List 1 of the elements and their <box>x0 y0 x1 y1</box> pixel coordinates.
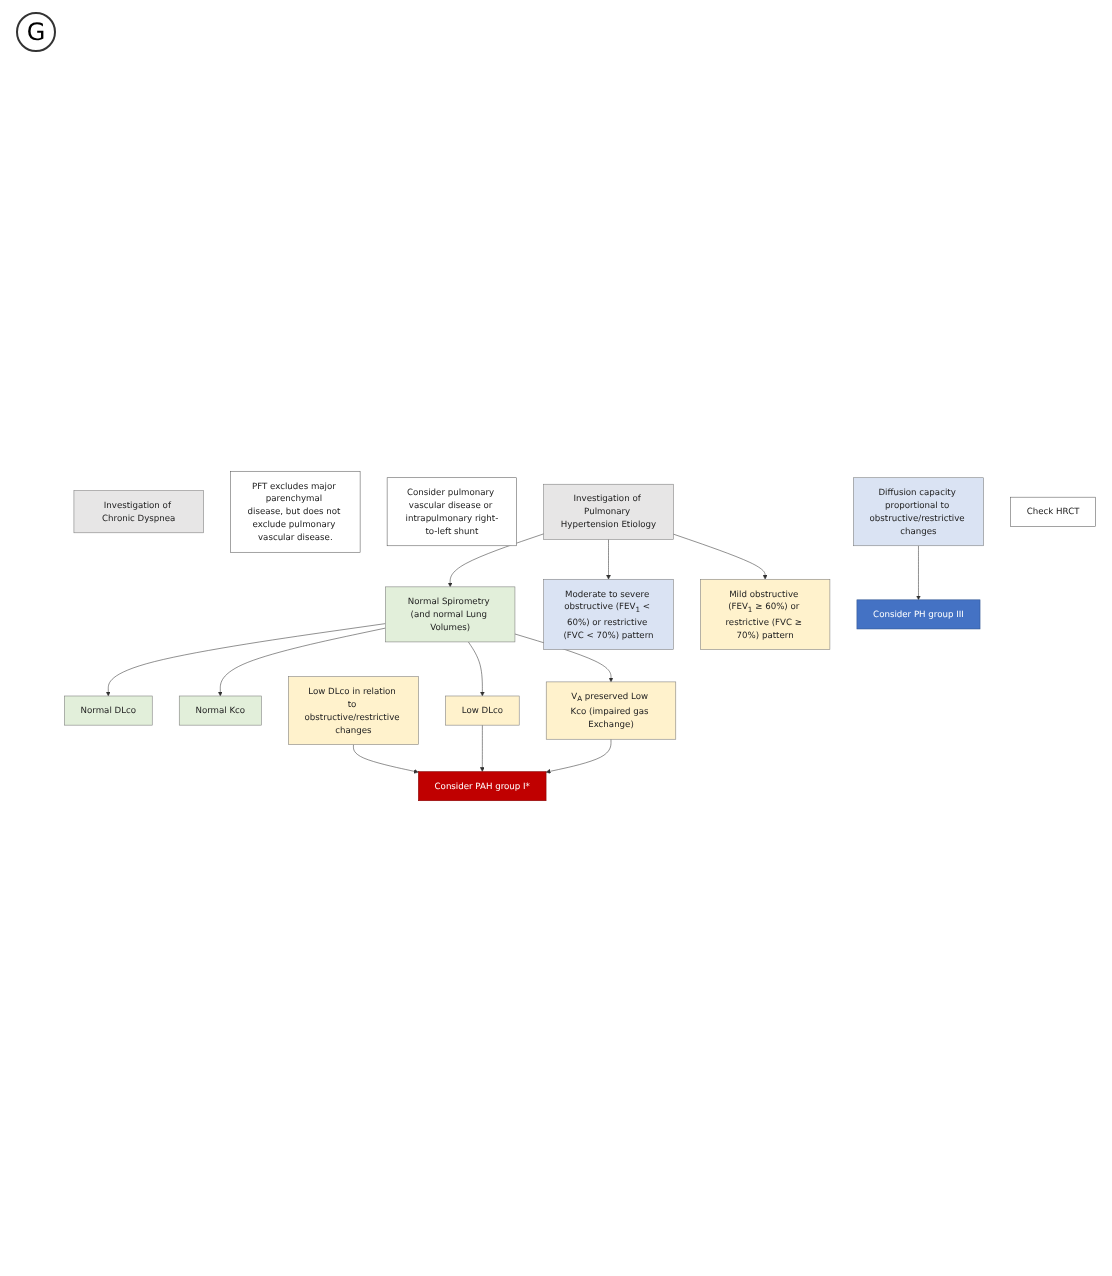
panel-letter: G <box>16 12 56 52</box>
